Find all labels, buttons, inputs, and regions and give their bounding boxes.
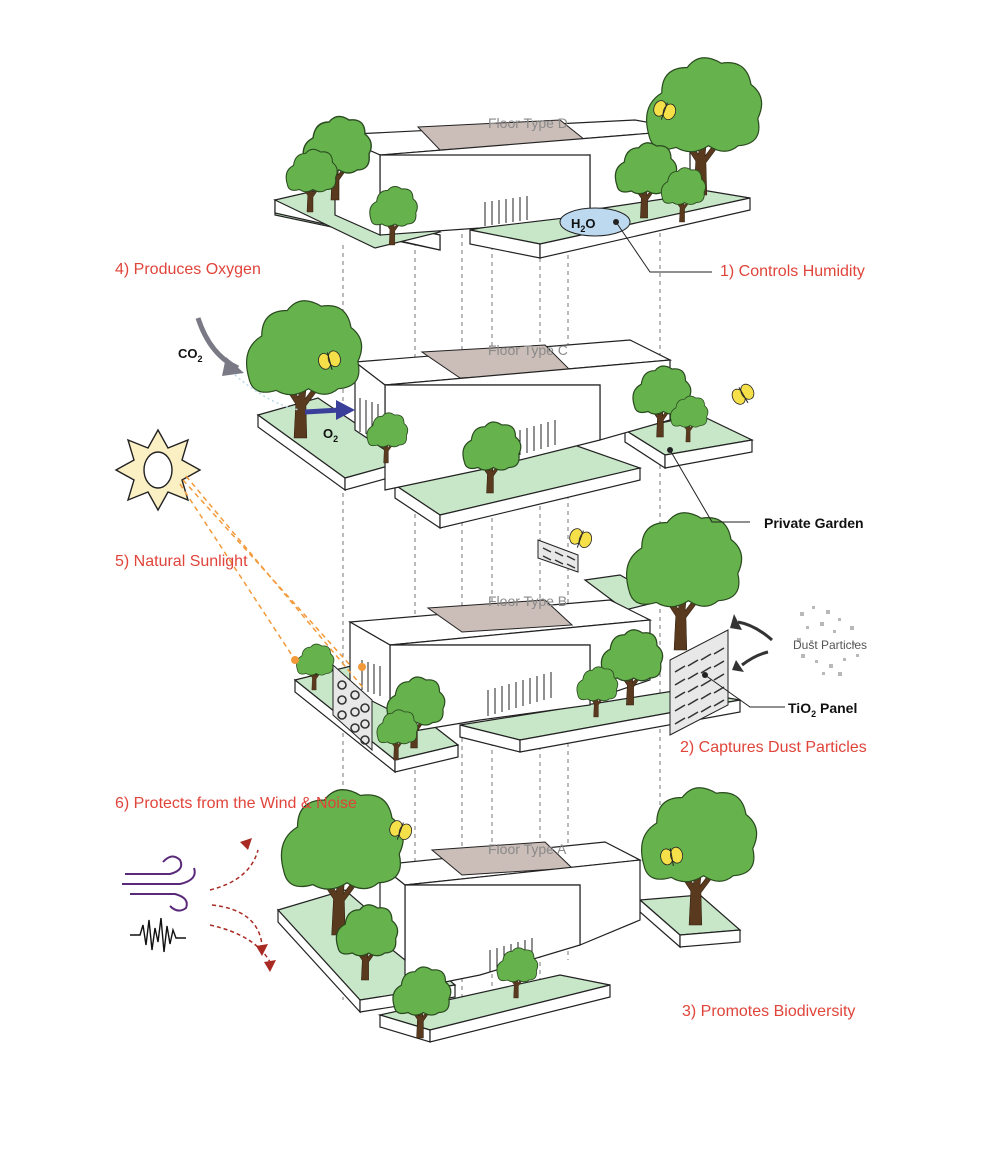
water-pool [559, 207, 631, 237]
sun-icon [114, 428, 202, 512]
humidity-leader-line [615, 221, 712, 273]
sun-hit-dot [291, 656, 299, 664]
dust-arrow [741, 650, 769, 667]
noise-wave-icon [130, 917, 186, 953]
floor-d-label: Floor Type D [488, 115, 568, 131]
o2-label: O2 [323, 426, 338, 444]
butterfly-icon [566, 526, 595, 552]
tio2-leader-line [704, 674, 785, 708]
floor-b-label: Floor Type B [488, 593, 567, 609]
dust-arrow [737, 620, 773, 642]
benefit-wind-label: 6) Protects from the Wind & Noise [115, 795, 357, 812]
o2-arrow [304, 407, 341, 415]
benefit-oxygen-label: 4) Produces Oxygen [115, 261, 261, 278]
private-garden-label: Private Garden [764, 515, 864, 531]
tio2-panel-right [669, 629, 729, 736]
floor-a-label: Floor Type A [488, 841, 567, 857]
sun-hit-dot [358, 663, 366, 671]
deflection-arrows [209, 849, 271, 963]
wind-icon [122, 855, 196, 912]
floor-type-d: Floor Type D H2O [273, 57, 763, 259]
private-garden-leader-line [669, 449, 750, 523]
benefit-biodiversity-label: 3) Promotes Biodiversity [682, 1003, 855, 1020]
co2-label: CO2 [178, 346, 203, 364]
benefit-dust-label: 2) Captures Dust Particles [680, 739, 867, 756]
o2-arrow-head [336, 400, 355, 420]
co2-arrow [195, 317, 240, 371]
dust-particles-label: Dust Particles [793, 638, 867, 652]
sunlight-rays [179, 475, 366, 691]
floor-type-c: Floor Type C CO2 O2 [178, 300, 759, 530]
butterfly-icon [728, 381, 759, 409]
tio2-panel-label: TiO2 Panel [788, 700, 857, 719]
benefit-sunlight-label: 5) Natural Sunlight [115, 553, 248, 570]
floor-type-b: Floor Type B [293, 512, 867, 774]
benefit-humidity-label: 1) Controls Humidity [720, 263, 865, 280]
floor-type-a: Floor Type A [276, 787, 758, 1043]
h2o-label: H2O [571, 216, 596, 234]
tio2-panel-upper [537, 539, 579, 573]
dust-particles-icon [797, 606, 859, 676]
co2-arrow-head [222, 357, 244, 376]
floor-c-label: Floor Type C [488, 342, 568, 358]
tio2-panel-left [332, 663, 373, 752]
